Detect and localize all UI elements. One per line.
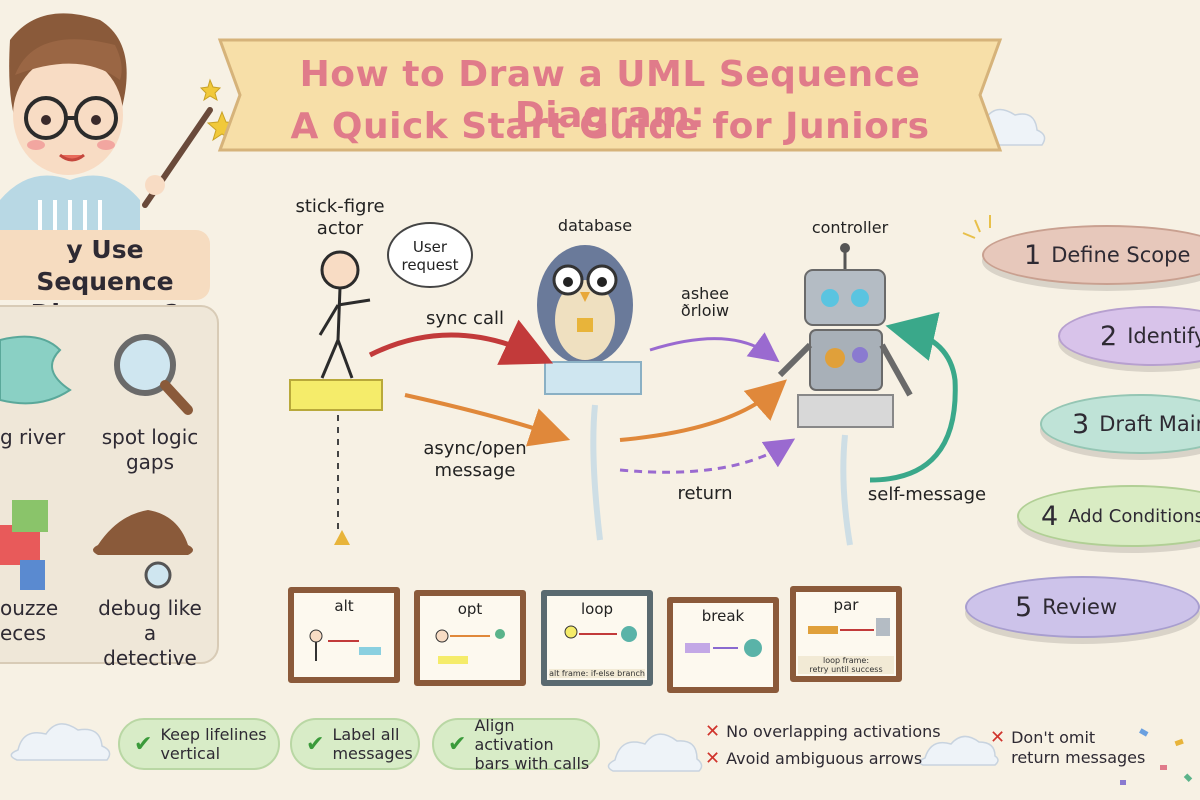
frame-mini-diagram [685, 639, 762, 657]
async-arrow-2 [619, 379, 787, 442]
magnifier-icon [114, 334, 193, 415]
sync-call-arrow-2 [649, 332, 780, 363]
do-item-1: ✔Keep lifelines vertical [118, 718, 280, 770]
speech-text: User request [401, 238, 459, 274]
banner-ribbon [217, 38, 1003, 152]
frame-break: break [667, 597, 779, 693]
frame-par: par loop frame: retry until success [790, 586, 902, 682]
sync-call-arrow [368, 319, 554, 365]
benefit-river: g river [0, 425, 66, 449]
detective-hat-icon [93, 510, 193, 589]
x-icon: ✕ [705, 748, 721, 769]
controller-label: controller [811, 218, 889, 237]
sequence-diagram [289, 222, 958, 546]
title-banner: How to Draw a UML Sequence Diagram: A Qu… [200, 30, 1020, 170]
frame-mini-diagram [309, 629, 381, 661]
benefit-detective: debug like a detective [98, 596, 202, 670]
dont-item-2: ✕Avoid ambiguous arrows [705, 748, 923, 769]
controller-lifeline [840, 434, 853, 546]
owl-database-icon [537, 245, 633, 365]
stick-figure-actor [318, 250, 371, 379]
x-icon: ✕ [705, 721, 721, 742]
benefit-logic-gaps: spot logic gaps [101, 425, 199, 474]
garbled-label: ashee ðrloiw [680, 284, 730, 320]
check-icon: ✔ [134, 731, 153, 757]
x-icon: ✕ [990, 727, 1006, 748]
database-activation-bar [544, 361, 642, 395]
benefit-icons [0, 334, 193, 590]
async-arrow [404, 393, 571, 447]
title-line-2: A Quick Start Guide for Juniors [290, 106, 930, 147]
frame-mini-diagram [435, 629, 505, 664]
check-icon: ✔ [306, 731, 325, 757]
self-message-arrow [869, 312, 958, 483]
confetti-icon [1120, 728, 1193, 785]
return-arrow [619, 438, 796, 474]
frame-opt: opt [414, 590, 526, 686]
frame-mini-diagram [808, 618, 890, 636]
sparkle-icon [962, 215, 991, 239]
dont-item-3: ✕Don't omit return messages [990, 727, 1146, 768]
robot-controller-icon [777, 243, 913, 397]
dont-item-1: ✕No overlapping activations [705, 721, 941, 742]
do-item-2: ✔Label all messages [290, 718, 420, 770]
check-icon: ✔ [448, 731, 467, 757]
async-label: async/open message [423, 438, 527, 481]
puzzle-icon [0, 500, 48, 590]
controller-activation-bar [797, 394, 894, 428]
title-line-1: How to Draw a UML Sequence Diagram: [299, 54, 921, 136]
database-label: database [557, 216, 633, 235]
self-message-label: self-message [867, 484, 987, 505]
speech-bubble [387, 222, 473, 288]
frame-mini-diagram [564, 625, 637, 642]
actor-activation-bar [289, 379, 383, 411]
benefit-puzzle: ouzze eces [0, 596, 59, 645]
teacher-illustration [0, 13, 238, 230]
database-lifeline [590, 404, 603, 541]
river-icon [0, 335, 72, 405]
why-heading: y Use Sequence Diagrams? [0, 230, 210, 328]
bell-icon [334, 530, 350, 545]
actor-label: stick-figre actor [295, 196, 385, 239]
frame-loop: loop alt frame: if-else branch [541, 590, 653, 686]
frame-alt: alt [288, 587, 400, 683]
return-label: return [677, 483, 733, 504]
sync-call-label: sync call [426, 308, 504, 329]
do-item-3: ✔Align activation bars with calls [432, 716, 600, 773]
